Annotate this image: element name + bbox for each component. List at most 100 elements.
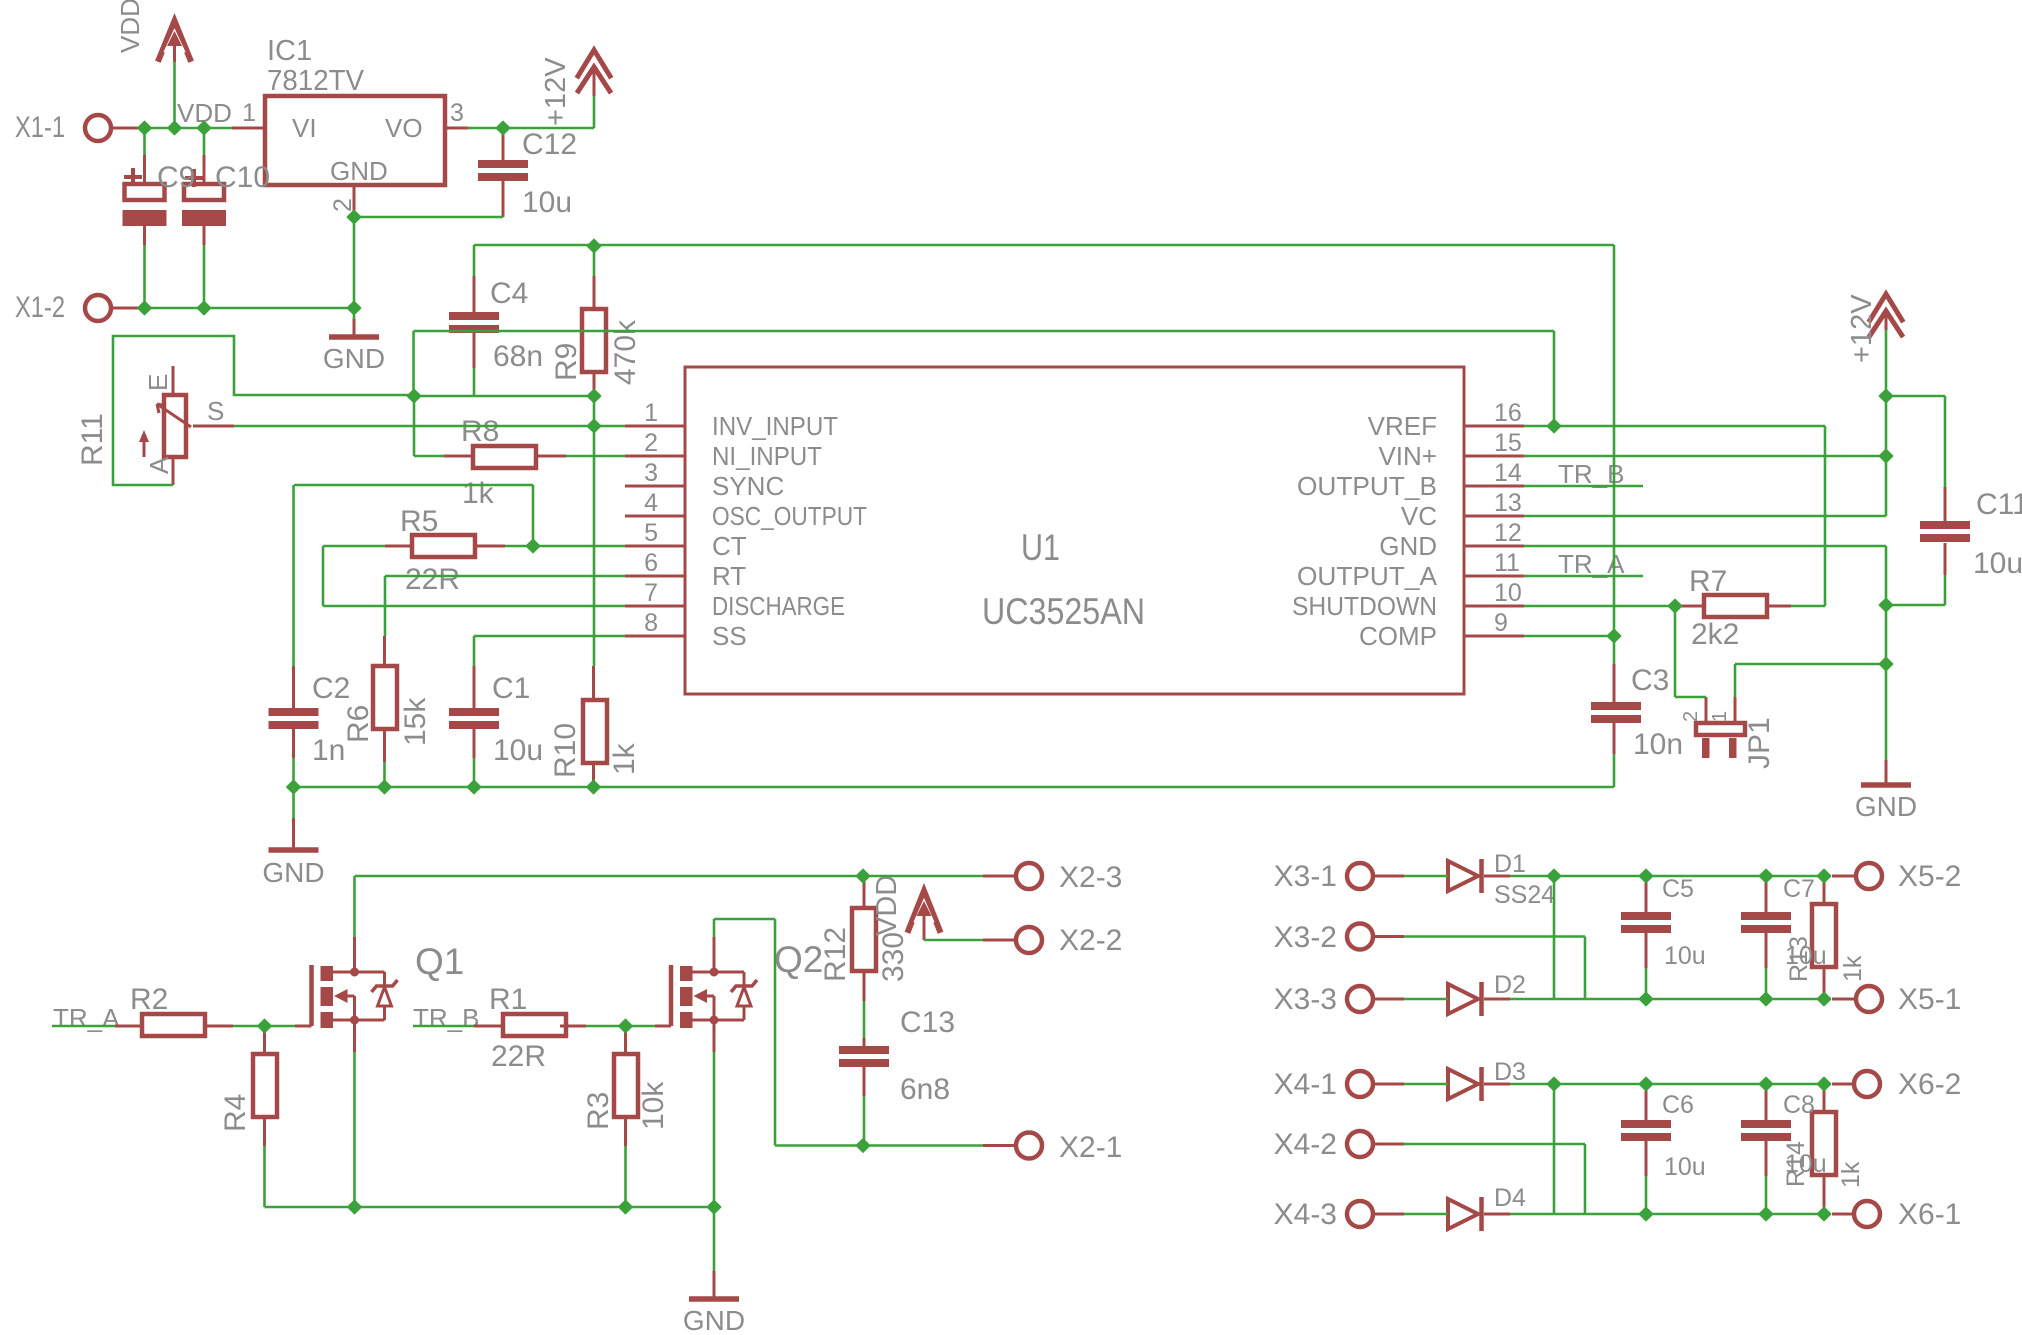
svg-text:9: 9 bbox=[1494, 609, 1508, 637]
svg-text:22R: 22R bbox=[405, 563, 460, 596]
svg-text:R9: R9 bbox=[550, 343, 583, 381]
svg-text:R4: R4 bbox=[219, 1094, 252, 1132]
svg-text:R12: R12 bbox=[819, 927, 852, 982]
svg-text:R11: R11 bbox=[76, 413, 109, 466]
svg-text:TR_A: TR_A bbox=[53, 1003, 120, 1033]
svg-text:16: 16 bbox=[1494, 399, 1522, 427]
svg-text:INV_INPUT: INV_INPUT bbox=[712, 411, 838, 441]
svg-text:UC3525AN: UC3525AN bbox=[982, 591, 1145, 632]
svg-text:6: 6 bbox=[644, 549, 658, 577]
svg-text:GND: GND bbox=[323, 343, 385, 374]
svg-text:SHUTDOWN: SHUTDOWN bbox=[1292, 591, 1437, 621]
svg-text:VC: VC bbox=[1401, 501, 1437, 531]
svg-text:X5-1: X5-1 bbox=[1898, 983, 1961, 1016]
svg-text:10: 10 bbox=[1494, 579, 1522, 607]
svg-text:X2-2: X2-2 bbox=[1059, 924, 1122, 957]
svg-text:2: 2 bbox=[329, 198, 357, 212]
svg-text:R7: R7 bbox=[1689, 565, 1727, 598]
svg-text:X6-2: X6-2 bbox=[1898, 1068, 1961, 1101]
svg-text:10u: 10u bbox=[1664, 942, 1706, 970]
svg-text:CT: CT bbox=[712, 531, 747, 561]
svg-text:DISCHARGE: DISCHARGE bbox=[712, 591, 845, 621]
svg-text:11: 11 bbox=[1494, 549, 1520, 577]
svg-text:1n: 1n bbox=[312, 734, 345, 767]
svg-text:OUTPUT_A: OUTPUT_A bbox=[1297, 561, 1438, 591]
svg-text:10u: 10u bbox=[1785, 1150, 1827, 1178]
svg-text:C1: C1 bbox=[492, 672, 530, 705]
svg-text:3: 3 bbox=[644, 459, 658, 487]
svg-text:NI_INPUT: NI_INPUT bbox=[712, 441, 822, 471]
svg-text:VI: VI bbox=[292, 113, 317, 143]
svg-text:12: 12 bbox=[1494, 519, 1522, 547]
svg-text:X3-2: X3-2 bbox=[1274, 921, 1337, 954]
svg-text:10u: 10u bbox=[1973, 547, 2022, 580]
svg-text:SYNC: SYNC bbox=[712, 471, 784, 501]
svg-text:X5-2: X5-2 bbox=[1898, 860, 1961, 893]
svg-text:X1-1: X1-1 bbox=[15, 111, 65, 144]
svg-text:22R: 22R bbox=[491, 1040, 546, 1073]
svg-text:6n8: 6n8 bbox=[900, 1073, 950, 1106]
svg-text:VIN+: VIN+ bbox=[1378, 441, 1437, 471]
svg-text:R1: R1 bbox=[489, 983, 527, 1016]
svg-text:R13: R13 bbox=[1785, 936, 1813, 982]
svg-text:R3: R3 bbox=[582, 1092, 615, 1130]
svg-text:C3: C3 bbox=[1631, 664, 1669, 697]
svg-text:10u: 10u bbox=[493, 734, 543, 767]
svg-text:RT: RT bbox=[712, 561, 746, 591]
svg-text:VDD: VDD bbox=[871, 875, 903, 936]
svg-text:SS: SS bbox=[712, 621, 747, 651]
svg-text:1: 1 bbox=[242, 99, 256, 127]
svg-text:14: 14 bbox=[1494, 459, 1522, 487]
svg-text:X2-1: X2-1 bbox=[1059, 1131, 1122, 1164]
svg-text:10k: 10k bbox=[637, 1081, 670, 1130]
svg-text:R5: R5 bbox=[400, 505, 438, 538]
svg-text:GND: GND bbox=[262, 857, 324, 888]
svg-text:15k: 15k bbox=[399, 697, 432, 746]
svg-text:R6: R6 bbox=[342, 705, 375, 743]
svg-text:Q1: Q1 bbox=[415, 941, 464, 982]
svg-text:2: 2 bbox=[1680, 711, 1702, 722]
svg-text:7812TV: 7812TV bbox=[267, 65, 365, 97]
svg-text:GND: GND bbox=[330, 156, 388, 186]
svg-text:10u: 10u bbox=[1785, 942, 1827, 970]
svg-text:1k: 1k bbox=[608, 742, 641, 775]
svg-text:E: E bbox=[143, 374, 173, 391]
svg-text:OUTPUT_B: OUTPUT_B bbox=[1297, 471, 1437, 501]
svg-text:C11: C11 bbox=[1976, 488, 2022, 521]
svg-text:R2: R2 bbox=[130, 983, 168, 1016]
svg-text:X4-2: X4-2 bbox=[1274, 1128, 1337, 1161]
svg-text:1k: 1k bbox=[1839, 955, 1867, 982]
svg-text:GND: GND bbox=[1855, 791, 1917, 822]
svg-text:Q2: Q2 bbox=[774, 939, 823, 980]
svg-text:+12V: +12V bbox=[540, 57, 572, 126]
svg-text:D2: D2 bbox=[1494, 971, 1526, 999]
svg-text:330: 330 bbox=[877, 932, 910, 982]
svg-text:TR_B: TR_B bbox=[413, 1003, 479, 1033]
svg-text:X2-3: X2-3 bbox=[1059, 861, 1122, 894]
svg-text:COMP: COMP bbox=[1359, 621, 1437, 651]
svg-text:VREF: VREF bbox=[1368, 411, 1437, 441]
svg-text:C10: C10 bbox=[215, 161, 270, 194]
svg-text:2: 2 bbox=[644, 429, 658, 457]
svg-text:VDD: VDD bbox=[115, 0, 145, 53]
svg-text:S: S bbox=[207, 396, 224, 426]
svg-text:C8: C8 bbox=[1783, 1091, 1815, 1119]
svg-text:10u: 10u bbox=[522, 186, 572, 219]
svg-text:10n: 10n bbox=[1633, 728, 1683, 761]
svg-text:C4: C4 bbox=[490, 277, 528, 310]
svg-text:7: 7 bbox=[644, 579, 658, 607]
svg-text:+12V: +12V bbox=[1846, 294, 1878, 363]
svg-text:2k2: 2k2 bbox=[1691, 618, 1739, 651]
svg-text:15: 15 bbox=[1494, 429, 1522, 457]
svg-text:5: 5 bbox=[644, 519, 658, 547]
svg-text:R14: R14 bbox=[1782, 1141, 1810, 1187]
svg-text:8: 8 bbox=[644, 609, 658, 637]
svg-text:D4: D4 bbox=[1494, 1184, 1526, 1212]
svg-text:X4-3: X4-3 bbox=[1274, 1198, 1337, 1231]
svg-text:68n: 68n bbox=[493, 340, 543, 373]
svg-text:3: 3 bbox=[450, 99, 464, 127]
svg-text:X6-1: X6-1 bbox=[1898, 1198, 1961, 1231]
svg-text:X3-3: X3-3 bbox=[1274, 983, 1337, 1016]
svg-text:C13: C13 bbox=[900, 1006, 955, 1039]
svg-text:C6: C6 bbox=[1662, 1091, 1694, 1119]
